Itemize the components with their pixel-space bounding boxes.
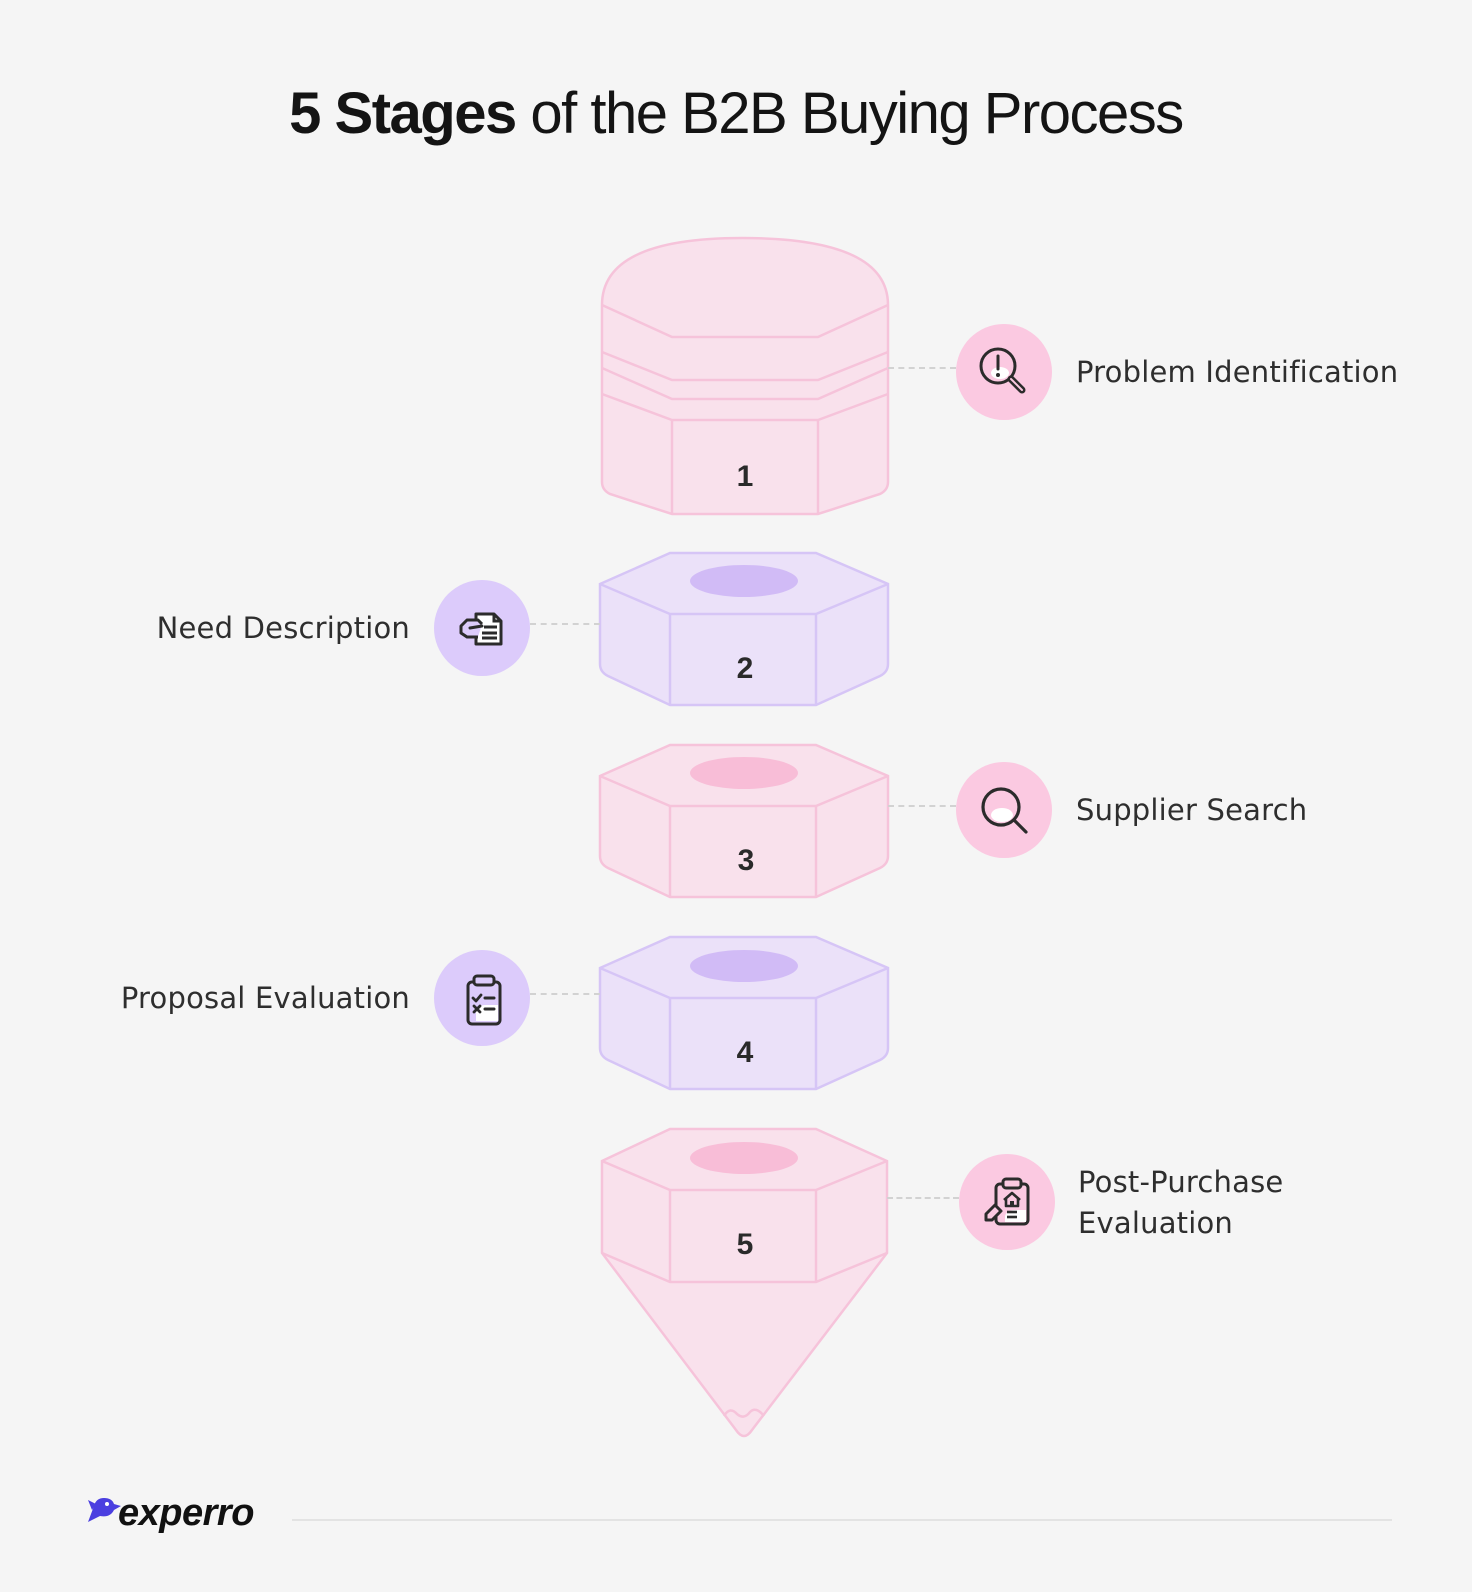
stage-4-number: 4 [737, 1036, 754, 1069]
stage-5-block: 5 [600, 1127, 889, 1438]
stage-5-label-line2: Evaluation [1078, 1206, 1234, 1240]
stage-3-number: 3 [738, 844, 755, 877]
stage-5-label: Post-Purchase Evaluation [1078, 1162, 1283, 1244]
stage-1-icon-circle [956, 324, 1052, 420]
stage-2-number: 2 [737, 652, 754, 685]
stage-4-block: 4 [598, 935, 890, 1091]
problem-search-icon [979, 347, 1026, 394]
footer-divider [292, 1519, 1392, 1521]
magnifier-icon [981, 787, 1028, 834]
brand-name: experro [118, 1492, 254, 1534]
connector-stage-5 [887, 1197, 959, 1199]
stage-1-number: 1 [737, 460, 754, 493]
connector-stage-1 [888, 367, 956, 369]
connector-stage-2 [530, 623, 600, 625]
stage-3-label: Supplier Search [1076, 793, 1308, 827]
connector-stage-3 [888, 805, 956, 807]
page-title: 5 Stages of the B2B Buying Process [0, 80, 1472, 147]
stage-4-icon-circle [434, 950, 530, 1046]
clipboard-house-pen-icon [984, 1177, 1030, 1226]
stage-1-block: 1 [600, 236, 890, 516]
stage-5-number: 5 [737, 1228, 754, 1261]
title-regular: of the B2B Buying Process [515, 81, 1184, 146]
checklist-clipboard-icon [466, 974, 502, 1026]
stage-1-label: Problem Identification [1076, 355, 1399, 389]
stage-3-icon-circle [956, 762, 1052, 858]
stage-3-block: 3 [598, 743, 890, 899]
hand-document-icon [459, 612, 503, 646]
stage-5-label-line1: Post-Purchase [1078, 1165, 1284, 1199]
stage-5-icon-circle [959, 1154, 1055, 1250]
connector-stage-4 [530, 993, 600, 995]
stage-2-icon-circle [434, 580, 530, 676]
stage-4-label: Proposal Evaluation [120, 981, 410, 1015]
title-bold: 5 Stages [289, 81, 517, 146]
stage-2-label: Need Description [156, 611, 410, 645]
experro-bird-logo-icon [88, 1498, 121, 1522]
stage-2-block: 2 [598, 551, 890, 707]
